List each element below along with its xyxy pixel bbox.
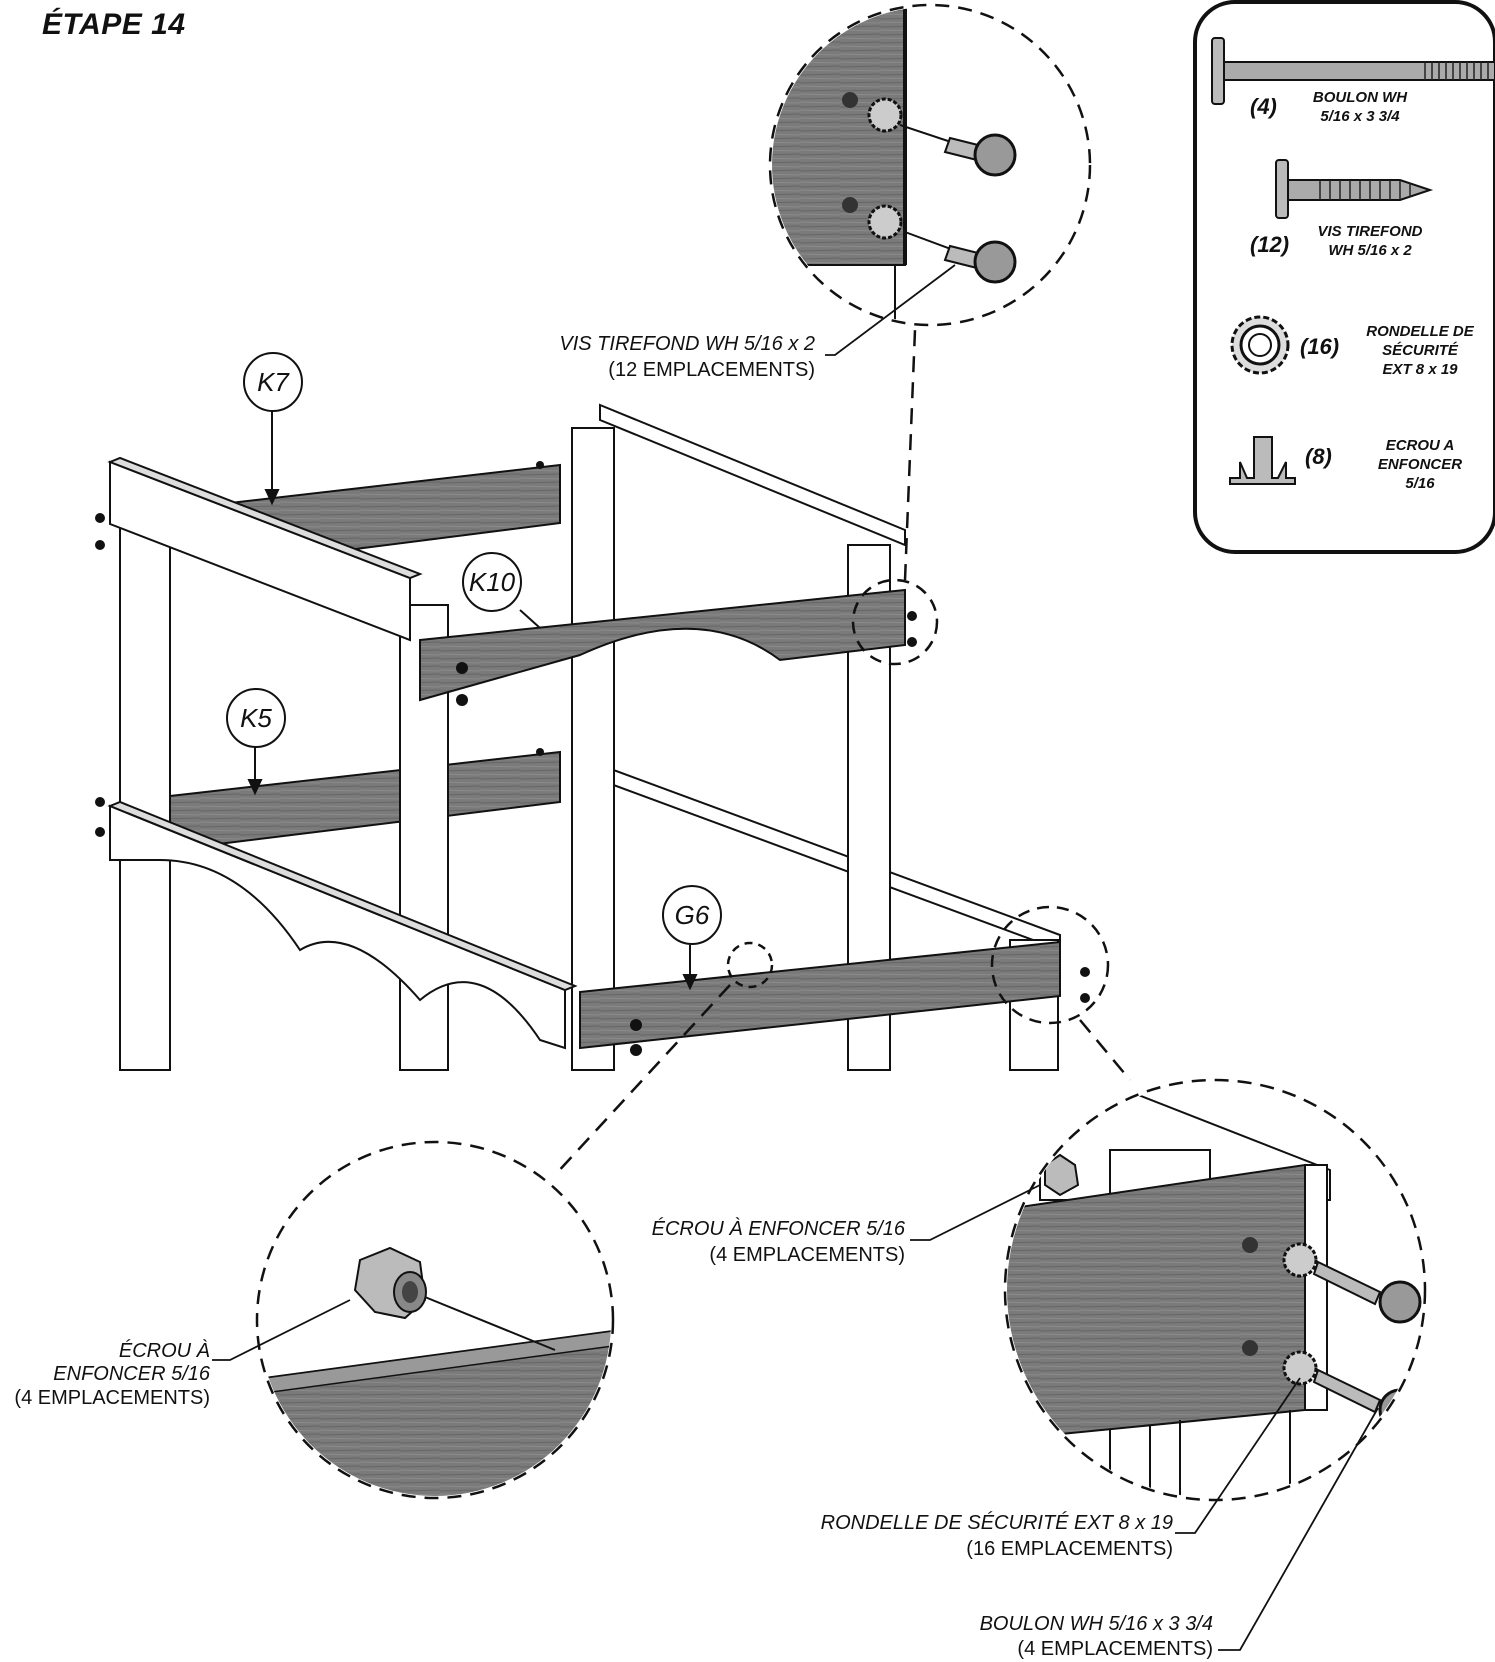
washer-label: RONDELLE DE SÉCURITÉ EXT 8 x 19 <box>820 1512 1173 1534</box>
lag-screw-count: (12 EMPLACEMENTS) <box>608 359 815 381</box>
play-frame <box>107 403 1061 1071</box>
part-tag-k10: K10 <box>462 552 522 612</box>
tnut-left-label-1: ÉCROU À <box>118 1340 210 1362</box>
hw-lag-name-1: VIS TIREFOND <box>1317 223 1423 240</box>
bolt-label: BOULON WH 5/16 x 3 3/4 <box>979 1613 1213 1635</box>
hw-bolt-name-2: 5/16 x 3 3/4 <box>1320 108 1400 125</box>
part-tag-k7: K7 <box>243 352 303 412</box>
zoom-top <box>768 3 1092 327</box>
washer-count: (16 EMPLACEMENTS) <box>966 1538 1173 1560</box>
hw-lag-qty: (12) <box>1250 232 1290 257</box>
t-nut-icon <box>1229 436 1296 485</box>
step-title: ÉTAPE 14 <box>42 8 186 41</box>
hw-tnut-name-1: ECROU A <box>1385 437 1455 454</box>
lag-screw-icon <box>1275 159 1434 219</box>
bolt-icon <box>1211 37 1495 105</box>
lag-screw-label: VIS TIREFOND WH 5/16 x 2 <box>559 333 815 355</box>
hw-tnut-name-3: 5/16 <box>1405 475 1435 492</box>
part-tag-g6: G6 <box>662 885 722 945</box>
detail-marker-center <box>726 941 774 989</box>
hardware-box <box>1193 0 1495 554</box>
hw-tnut-qty: (8) <box>1305 444 1332 469</box>
zoom-bottom-right <box>1003 1078 1427 1502</box>
hw-lag-name-2: WH 5/16 x 2 <box>1328 242 1412 259</box>
hw-tnut-name-2: ENFONCER <box>1377 456 1463 473</box>
hw-washer-name-3: EXT 8 x 19 <box>1382 361 1458 378</box>
tnut-center-label: ÉCROU À ENFONCER 5/16 <box>651 1218 905 1240</box>
hw-washer-name-1: RONDELLE DE <box>1366 323 1474 340</box>
part-tag-k5: K5 <box>226 688 286 748</box>
hw-bolt-name-1: BOULON WH <box>1312 89 1408 106</box>
hw-bolt-qty: (4) <box>1250 94 1277 119</box>
frame-bolts <box>95 461 1090 1056</box>
tnut-left-label-2: ENFONCER 5/16 <box>53 1363 210 1385</box>
hw-washer-name-2: SÉCURITÉ <box>1382 342 1458 359</box>
lock-washer-icon <box>1230 315 1290 375</box>
tnut-center-count: (4 EMPLACEMENTS) <box>709 1244 905 1266</box>
tnut-left-count: (4 EMPLACEMENTS) <box>14 1387 210 1409</box>
bolt-count: (4 EMPLACEMENTS) <box>1017 1638 1213 1660</box>
detail-marker-right <box>990 905 1110 1025</box>
detail-marker-top <box>851 578 939 666</box>
zoom-bottom-left <box>255 1140 615 1500</box>
hw-washer-qty: (16) <box>1300 334 1340 359</box>
